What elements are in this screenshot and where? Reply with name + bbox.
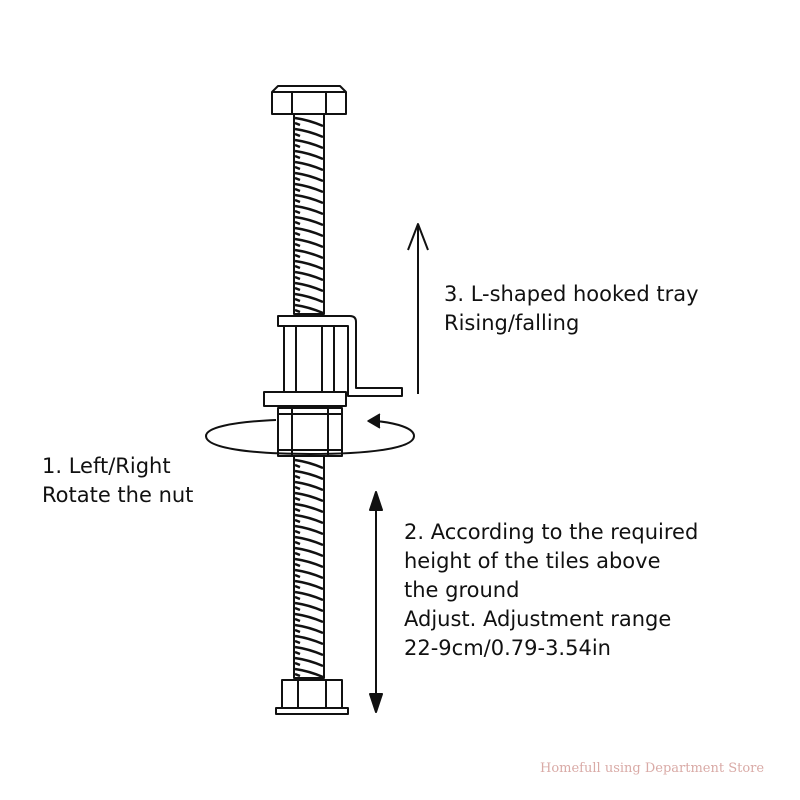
step3-label: 3. L-shaped hooked tray Rising/falling xyxy=(444,280,699,338)
hex-nut-bottom xyxy=(275,679,349,715)
threaded-rod-lower xyxy=(293,455,325,679)
double-arrow-icon xyxy=(369,491,383,713)
rotation-arrow-icon xyxy=(205,413,415,455)
step2-range: 22-9cm/0.79-3.54in xyxy=(404,636,611,660)
step2-line2: height of the tiles above xyxy=(404,549,661,573)
hex-bolt-head-top xyxy=(271,85,347,115)
up-arrow-icon xyxy=(407,223,429,394)
step3-title: 3. L-shaped hooked tray xyxy=(444,282,699,306)
step3-subtitle: Rising/falling xyxy=(444,311,580,335)
step1-title: 1. Left/Right xyxy=(42,454,171,478)
adjusting-nut xyxy=(277,407,343,457)
threaded-rod-upper xyxy=(293,113,325,315)
step2-line1: 2. According to the required xyxy=(404,520,699,544)
step1-label: 1. Left/Right Rotate the nut xyxy=(42,452,193,510)
watermark: Homefull using Department Store xyxy=(540,761,765,776)
step1-subtitle: Rotate the nut xyxy=(42,483,194,507)
l-shaped-hooked-tray xyxy=(277,315,403,397)
step2-line4: Adjust. Adjustment range xyxy=(404,607,672,631)
step2-line3: the ground xyxy=(404,578,520,602)
step2-label: 2. According to the required height of t… xyxy=(404,518,698,663)
washer-plate xyxy=(263,391,347,407)
